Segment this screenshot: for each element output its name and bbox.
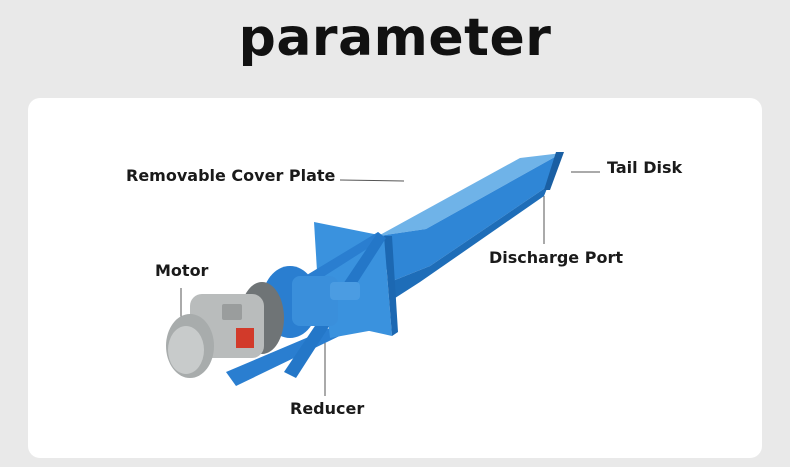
page-title: parameter bbox=[238, 8, 552, 68]
label-discharge-port: Discharge Port bbox=[489, 248, 623, 267]
head-plate-edge bbox=[384, 236, 398, 336]
trough-side bbox=[378, 153, 562, 282]
label-tail-disk: Tail Disk bbox=[607, 158, 683, 177]
label-reducer: Reducer bbox=[290, 399, 365, 418]
leader-cover-plate bbox=[339, 179, 405, 182]
label-removable-cover-plate: Removable Cover Plate bbox=[126, 166, 336, 185]
motor-nameplate bbox=[236, 328, 254, 348]
reducer-housing bbox=[292, 276, 338, 326]
reducer-shaft bbox=[330, 282, 360, 300]
label-motor: Motor bbox=[155, 261, 209, 280]
motor-end-face bbox=[168, 326, 204, 374]
motor-body bbox=[166, 282, 284, 378]
tail-disk bbox=[544, 152, 564, 190]
motor-terminal-box bbox=[222, 304, 242, 320]
trough-underside bbox=[390, 186, 548, 300]
cover-plate bbox=[378, 153, 562, 236]
